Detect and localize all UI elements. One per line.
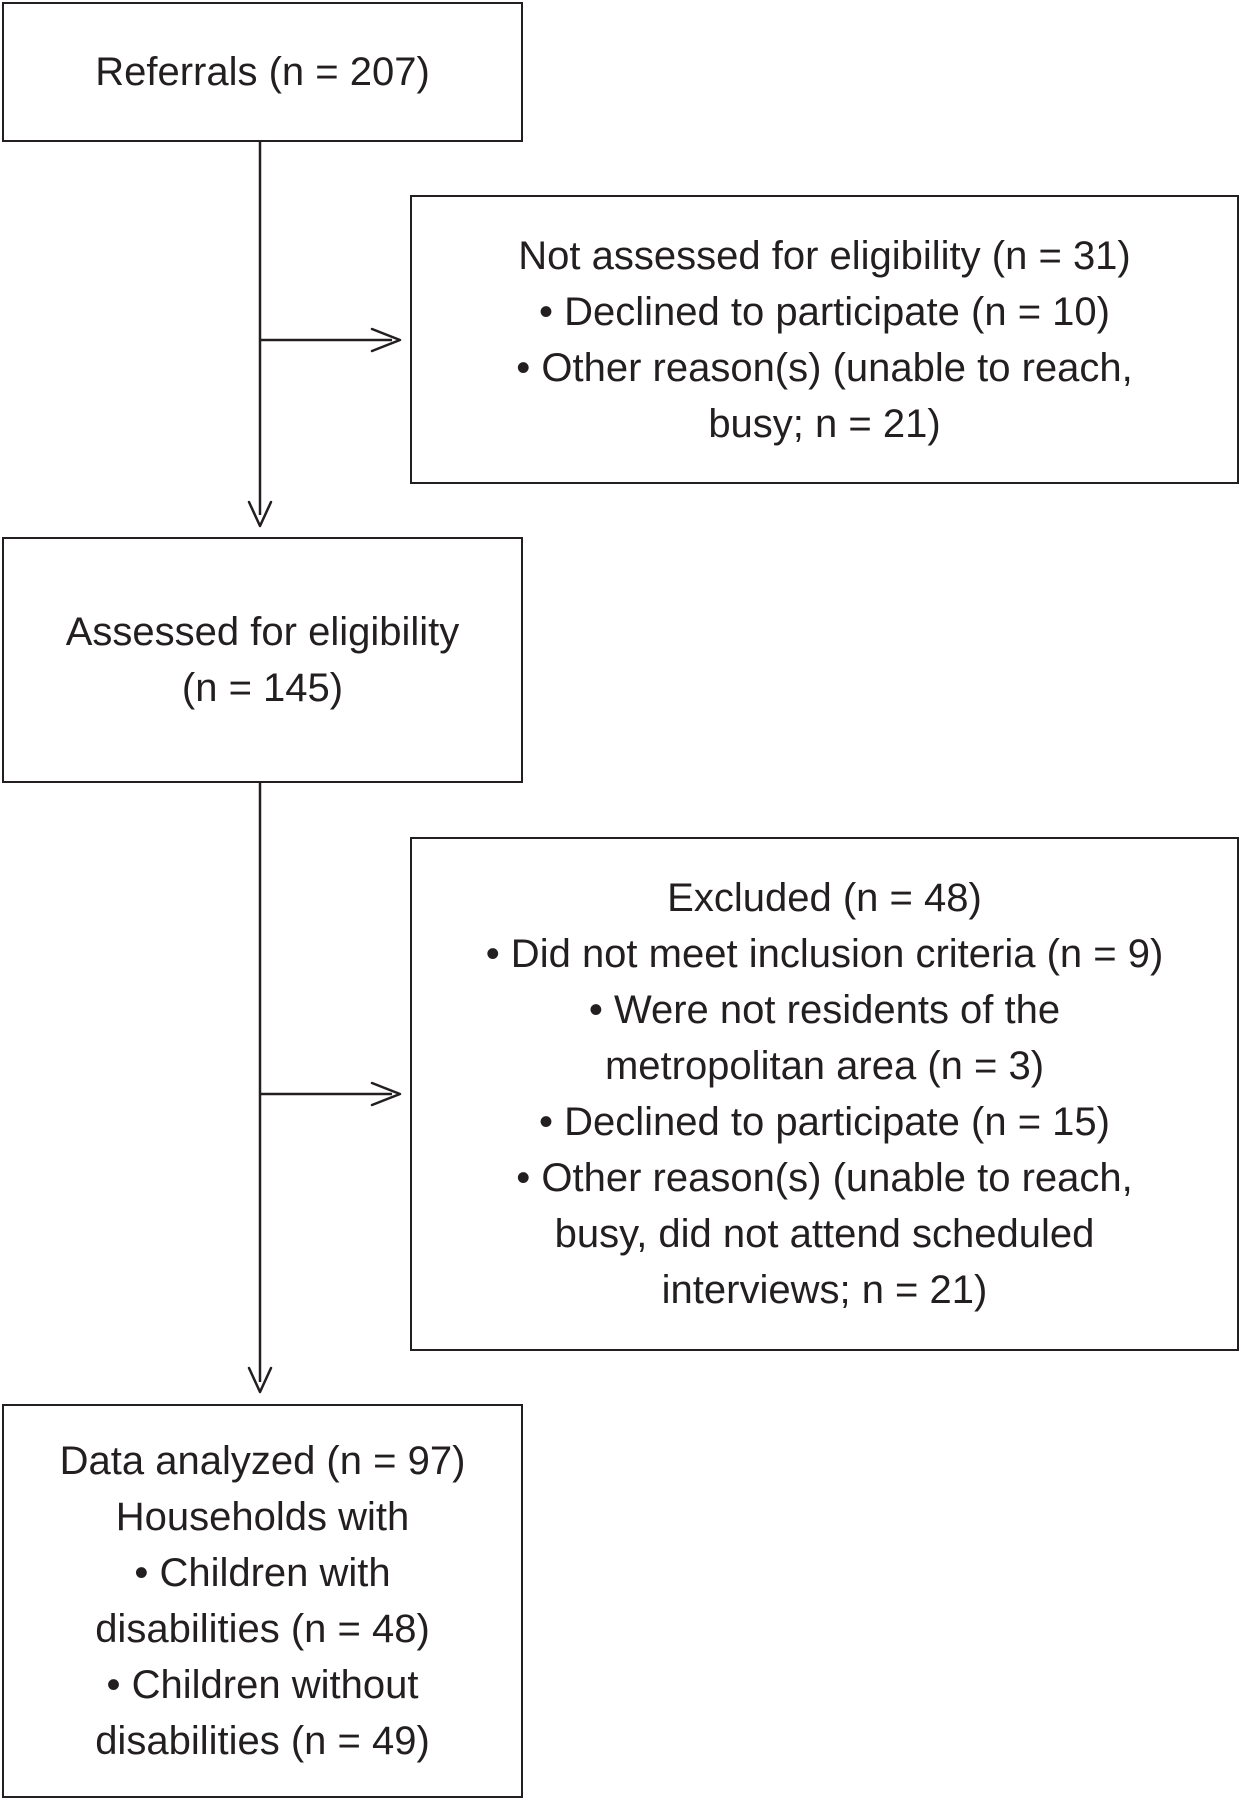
excluded-item: • Were not residents of the <box>588 988 1061 1032</box>
excluded-box: Excluded (n = 48) • Did not meet inclusi… <box>410 837 1239 1351</box>
referrals-text: Referrals (n = 207) <box>95 50 430 94</box>
analyzed-item-continued: disabilities (n = 49) <box>95 1719 430 1763</box>
referrals-box: Referrals (n = 207) <box>2 2 523 142</box>
assessed-box: Assessed for eligibility (n = 145) <box>2 537 523 783</box>
arrowhead-down-assessed <box>247 500 273 528</box>
excluded-title: Excluded (n = 48) <box>667 876 982 920</box>
not-assessed-item: • Declined to participate (n = 10) <box>539 289 1110 334</box>
not-assessed-item: • Other reason(s) (unable to reach, <box>516 345 1133 390</box>
excluded-item: • Did not meet inclusion criteria (n = 9… <box>485 932 1164 976</box>
excluded-item: • Declined to participate (n = 15) <box>539 1100 1110 1144</box>
analyzed-box: Data analyzed (n = 97) Households with •… <box>2 1404 523 1798</box>
excluded-item: • Other reason(s) (unable to reach, <box>516 1156 1133 1200</box>
assessed-count: (n = 145) <box>181 666 344 710</box>
analyzed-title: Data analyzed (n = 97) <box>59 1439 466 1483</box>
excluded-item-continued: busy, did not attend scheduled <box>554 1212 1095 1256</box>
analyzed-item-continued: disabilities (n = 48) <box>95 1607 430 1651</box>
not-assessed-title: Not assessed for eligibility (n = 31) <box>518 233 1131 278</box>
not-assessed-item-continued: busy; n = 21) <box>708 401 941 446</box>
excluded-item-continued: metropolitan area (n = 3) <box>604 1044 1045 1088</box>
assessed-title: Assessed for eligibility <box>65 610 460 654</box>
arrowhead-right-not-assessed <box>370 327 402 353</box>
not-assessed-box: Not assessed for eligibility (n = 31) • … <box>410 195 1239 484</box>
analyzed-item: • Children with <box>134 1551 391 1595</box>
excluded-item-continued: interviews; n = 21) <box>661 1268 988 1312</box>
arrowhead-right-excluded <box>370 1081 402 1107</box>
arrowhead-down-analyzed <box>247 1366 273 1394</box>
analyzed-item: • Children without <box>106 1663 419 1707</box>
analyzed-subtitle: Households with <box>115 1495 410 1539</box>
